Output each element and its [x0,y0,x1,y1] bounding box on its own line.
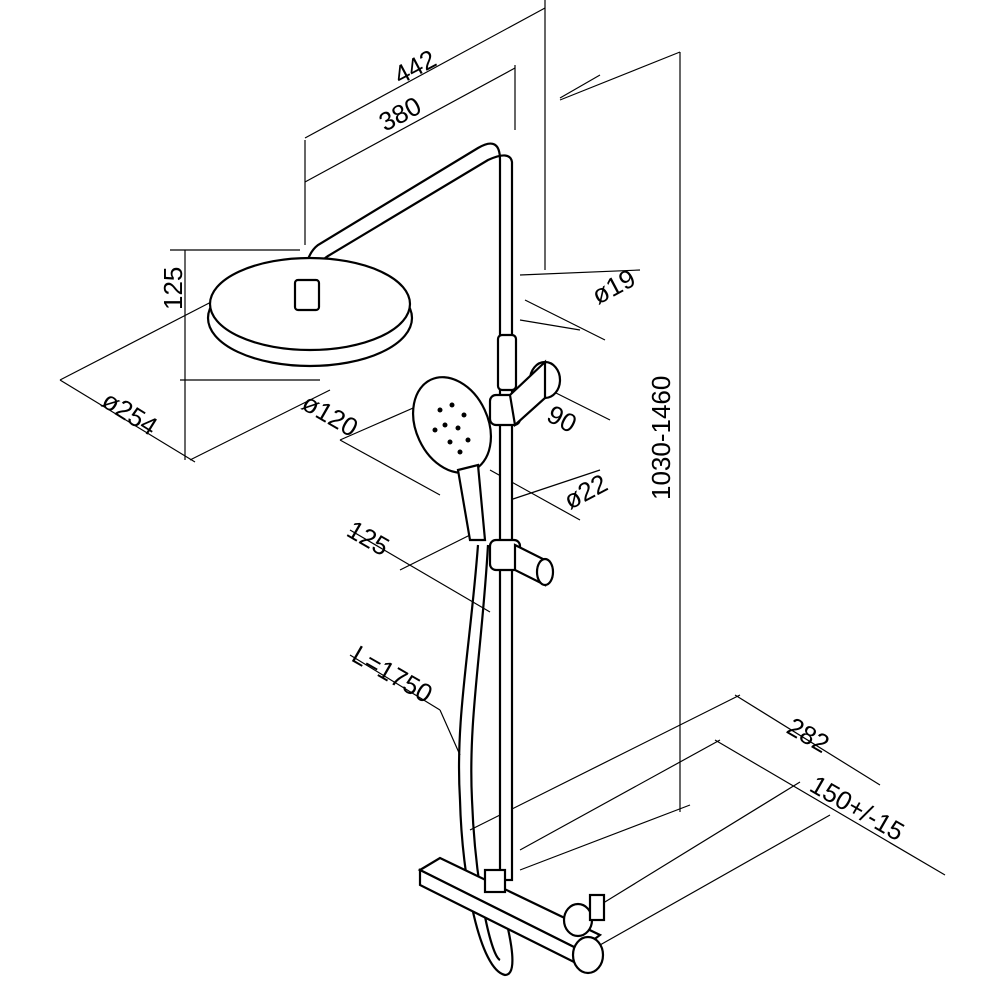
dim-254: ø254 [97,385,163,442]
slider [488,538,555,587]
overhead-shower-head [206,256,414,368]
dim-hose-length: L=1750 [347,639,438,709]
dim-380: 380 [374,90,426,137]
dim-125-hand: 125 [342,514,395,562]
hose-inner [470,544,501,961]
dim-90: 90 [542,399,582,439]
dim-22: ø22 [559,468,613,516]
hand-shower [412,376,492,542]
riser-pipe [303,142,518,882]
dim-442: 442 [389,43,441,90]
dimension-lines [59,0,946,946]
thermostatic-mixer [417,856,606,975]
dim-125-head: 125 [158,267,188,310]
holder [488,359,562,428]
dim-150: 150+/-15 [805,769,910,847]
dim-height-range: 1030-1460 [646,376,676,500]
